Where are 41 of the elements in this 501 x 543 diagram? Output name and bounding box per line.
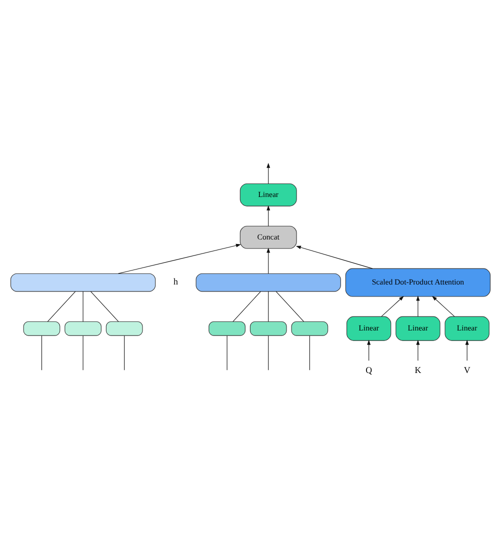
node-box: [64, 320, 102, 336]
connector: [47, 290, 76, 322]
node-box: Linear: [444, 316, 490, 340]
arrow: [416, 339, 420, 360]
node-box: Linear: [346, 316, 392, 340]
connector: [41, 334, 42, 370]
connector: [90, 290, 119, 322]
node-box: [291, 320, 328, 336]
node-box: Linear: [240, 182, 297, 206]
connector: [268, 334, 269, 370]
connector: [82, 334, 84, 370]
node-text: Q: [366, 364, 372, 374]
node-box: [10, 272, 156, 292]
connector: [82, 290, 84, 322]
connector: [232, 290, 261, 322]
arrow: [266, 204, 270, 226]
arrow: [465, 339, 469, 360]
node-box: Linear: [396, 316, 440, 340]
arrow: [266, 247, 270, 274]
label: h: [173, 276, 178, 286]
connector: [268, 290, 269, 322]
node-box: [106, 320, 143, 336]
node-box: [208, 320, 246, 336]
connector: [309, 334, 310, 370]
node-box: Concat: [240, 225, 297, 248]
node-box: [196, 272, 341, 292]
connector: [124, 334, 125, 370]
arrow: [296, 245, 373, 268]
arrow: [266, 162, 270, 184]
node-box: [250, 320, 287, 336]
node-box: Scaled Dot-Product Attention: [345, 268, 491, 296]
arrow: [381, 295, 404, 316]
connector: [226, 334, 228, 370]
arrow: [118, 243, 241, 274]
connector: [276, 290, 304, 322]
node-text: V: [464, 364, 470, 374]
arrow: [416, 295, 420, 316]
node-text: K: [414, 364, 422, 374]
arrow: [367, 339, 371, 360]
arrow: [432, 295, 455, 316]
node-box: [23, 320, 60, 336]
